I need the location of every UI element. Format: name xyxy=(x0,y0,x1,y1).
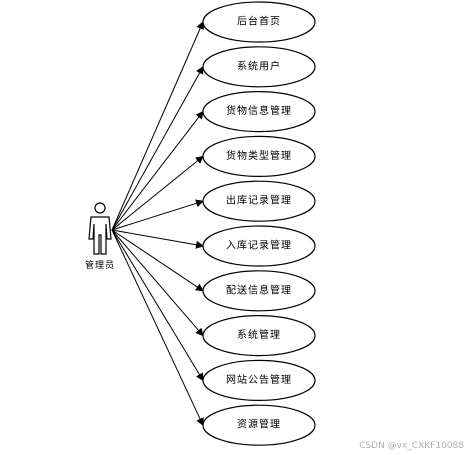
use-case-ellipse xyxy=(202,180,316,222)
use-case-label: 系统管理 xyxy=(237,328,281,341)
actor-body xyxy=(88,216,112,255)
association-arrow xyxy=(111,229,204,427)
association-arrow xyxy=(111,229,204,249)
use-case-label: 网站公告管理 xyxy=(226,373,292,386)
use-case-group: 后台首页系统用户货物信息管理货物类型管理出库记录管理入库记录管理配送信息管理系统… xyxy=(202,1,316,446)
use-case: 货物类型管理 xyxy=(202,135,316,177)
use-case: 资源管理 xyxy=(202,404,316,446)
association-arrow xyxy=(111,110,204,231)
actor-head xyxy=(94,202,106,214)
use-case-ellipse xyxy=(202,46,316,88)
use-case-ellipse xyxy=(202,1,316,43)
use-case-label: 后台首页 xyxy=(237,15,281,28)
watermark: CSDN @vx_CXKF10088 xyxy=(359,441,464,451)
use-case-ellipse xyxy=(202,90,316,133)
use-case: 后台首页 xyxy=(202,1,316,43)
association-arrow xyxy=(111,155,204,231)
use-case: 出库记录管理 xyxy=(202,180,316,222)
use-case-ellipse xyxy=(202,359,316,401)
association-arrow xyxy=(111,229,204,382)
use-case-label: 货物信息管理 xyxy=(226,104,292,117)
use-case: 系统用户 xyxy=(202,46,316,88)
use-case-label: 出库记录管理 xyxy=(226,194,292,207)
use-case-ellipse xyxy=(202,135,316,177)
use-case-ellipse xyxy=(202,315,316,357)
use-case-label: 配送信息管理 xyxy=(226,283,292,296)
association-arrow xyxy=(111,229,204,337)
use-case-label: 货物类型管理 xyxy=(226,149,292,162)
association-arrow xyxy=(111,199,204,231)
use-case-label: 系统用户 xyxy=(237,59,281,72)
use-case: 网站公告管理 xyxy=(202,359,316,401)
actor-label: 管理员 xyxy=(85,259,115,271)
use-case-ellipse xyxy=(202,404,316,446)
use-case-ellipse xyxy=(202,270,316,312)
use-case-label: 资源管理 xyxy=(237,418,281,431)
use-case: 系统管理 xyxy=(202,315,316,357)
association-lines xyxy=(111,21,204,427)
association-arrow xyxy=(111,21,204,231)
use-case: 配送信息管理 xyxy=(202,270,316,312)
use-case: 货物信息管理 xyxy=(202,90,316,133)
use-case: 入库记录管理 xyxy=(202,225,316,267)
association-arrow xyxy=(111,65,204,231)
use-case-ellipse xyxy=(202,225,316,267)
use-case-label: 入库记录管理 xyxy=(226,239,292,252)
actor-figure xyxy=(88,202,112,255)
association-arrow xyxy=(111,229,204,292)
